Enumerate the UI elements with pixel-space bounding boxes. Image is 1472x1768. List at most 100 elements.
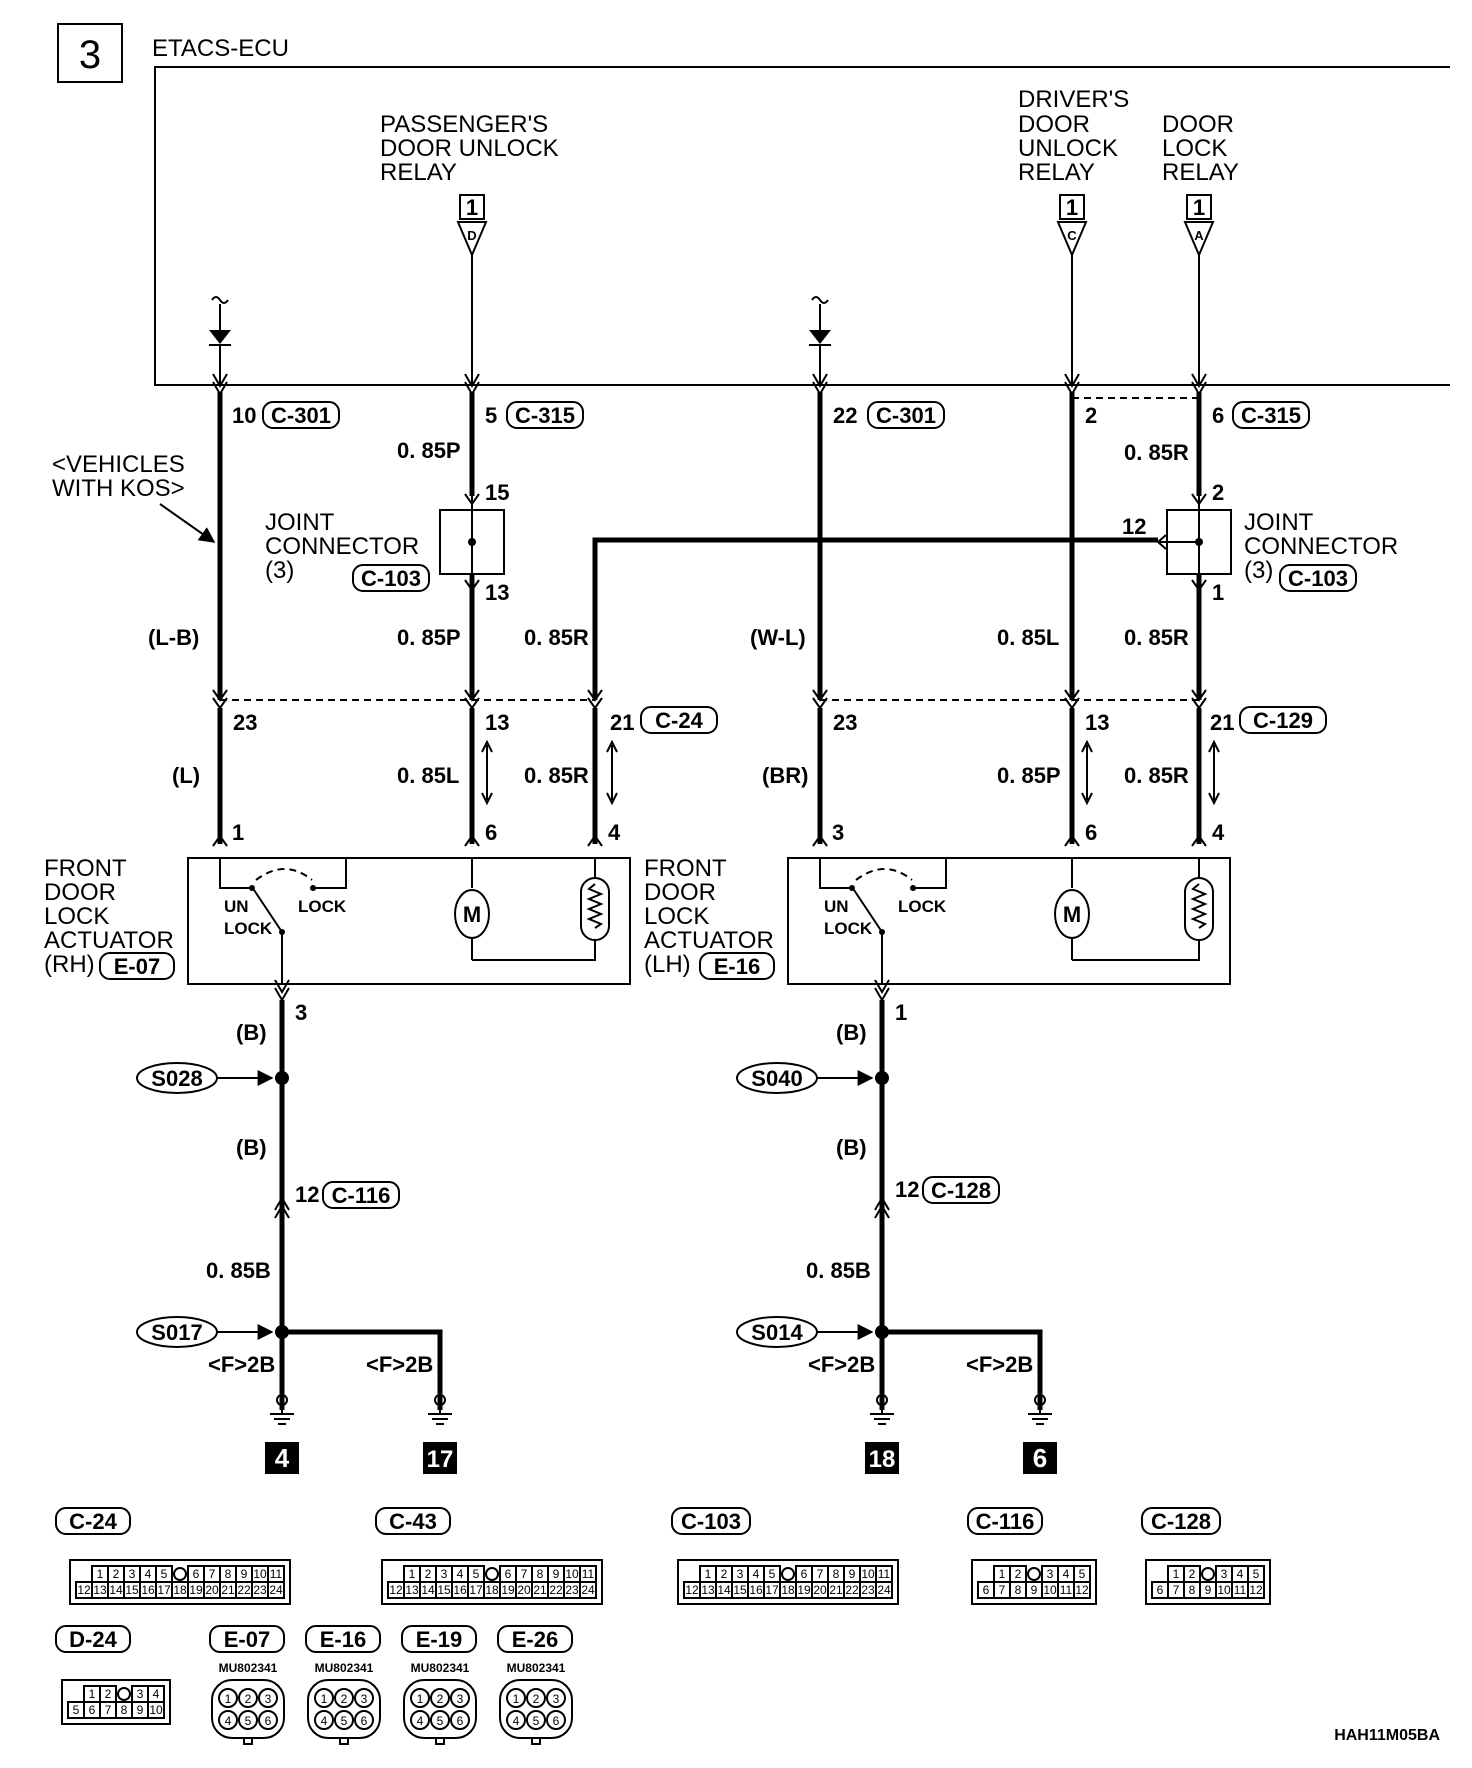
svg-text:13: 13 <box>701 1583 715 1597</box>
svg-text:17: 17 <box>157 1583 171 1597</box>
svg-text:10: 10 <box>149 1703 163 1717</box>
svg-text:1: 1 <box>1173 1567 1180 1581</box>
svg-text:1: 1 <box>999 1567 1006 1581</box>
svg-text:3: 3 <box>129 1567 136 1581</box>
svg-text:ACTUATOR: ACTUATOR <box>644 927 774 954</box>
svg-text:8: 8 <box>1189 1583 1196 1597</box>
svg-text:12: 12 <box>1249 1583 1263 1597</box>
svg-text:S040: S040 <box>751 1066 802 1091</box>
page-number: 3 <box>79 33 101 77</box>
svg-text:18: 18 <box>869 1446 896 1473</box>
svg-text:0. 85B: 0. 85B <box>806 1258 871 1283</box>
ground-path-lh: 1 (B) S040 (B) 12 C-128 0. 85B S014 <F>2… <box>736 979 1043 1410</box>
svg-text:9: 9 <box>241 1567 248 1581</box>
joint-connector-right: 2 12 1 JOINT CONNECTOR (3) C-103 <box>1122 480 1398 605</box>
svg-text:13: 13 <box>1085 710 1109 735</box>
svg-text:S028: S028 <box>151 1066 202 1091</box>
svg-text:9: 9 <box>1205 1583 1212 1597</box>
svg-text:10: 10 <box>253 1567 267 1581</box>
connector-name-e07: E-07 <box>209 1625 285 1653</box>
svg-text:DOOR: DOOR <box>644 879 716 906</box>
svg-text:23: 23 <box>233 710 257 735</box>
svg-text:FRONT: FRONT <box>644 855 727 882</box>
svg-text:5: 5 <box>769 1567 776 1581</box>
svg-text:C-301: C-301 <box>271 403 331 428</box>
svg-text:3: 3 <box>1221 1567 1228 1581</box>
svg-text:JOINT: JOINT <box>1244 509 1314 536</box>
svg-text:6: 6 <box>1157 1583 1164 1597</box>
svg-text:3: 3 <box>441 1567 448 1581</box>
svg-text:17: 17 <box>427 1446 454 1473</box>
svg-text:15: 15 <box>125 1583 139 1597</box>
svg-text:(RH): (RH) <box>44 951 95 978</box>
svg-text:0. 85R: 0. 85R <box>524 763 589 788</box>
svg-text:9: 9 <box>553 1567 560 1581</box>
svg-text:4: 4 <box>1063 1567 1070 1581</box>
svg-text:E-07: E-07 <box>114 954 160 979</box>
svg-text:7: 7 <box>999 1583 1006 1597</box>
actuator-pins: 1 6 4 3 6 4 <box>212 820 1225 847</box>
svg-text:21: 21 <box>533 1583 547 1597</box>
svg-text:24: 24 <box>877 1583 891 1597</box>
svg-text:18: 18 <box>173 1583 187 1597</box>
svg-text:C-315: C-315 <box>515 403 575 428</box>
relay-arrow-icon <box>456 221 488 258</box>
svg-text:JOINT: JOINT <box>265 509 335 536</box>
svg-text:LOCK: LOCK <box>298 897 347 916</box>
svg-text:5: 5 <box>473 1567 480 1581</box>
svg-text:D-24: D-24 <box>69 1627 117 1652</box>
svg-text:2: 2 <box>1189 1567 1196 1581</box>
connector-name-e26: E-26 <box>497 1625 573 1653</box>
svg-text:2: 2 <box>533 1692 540 1706</box>
svg-text:17: 17 <box>765 1583 779 1597</box>
svg-text:3: 3 <box>137 1687 144 1701</box>
svg-text:23: 23 <box>565 1583 579 1597</box>
svg-text:6: 6 <box>801 1567 808 1581</box>
svg-text:11: 11 <box>1060 1583 1073 1597</box>
svg-text:1: 1 <box>89 1687 96 1701</box>
svg-text:14: 14 <box>421 1583 435 1597</box>
svg-text:3: 3 <box>361 1692 368 1706</box>
svg-text:8: 8 <box>121 1703 128 1717</box>
connector-name-c103: C-103 <box>671 1507 751 1535</box>
svg-text:1: 1 <box>417 1692 424 1706</box>
svg-text:(B): (B) <box>836 1135 867 1160</box>
svg-text:(BR): (BR) <box>762 763 808 788</box>
svg-text:CONNECTOR: CONNECTOR <box>1244 533 1398 560</box>
svg-text:C-103: C-103 <box>681 1509 741 1534</box>
mid-connectors: 23 13 21 C-24 23 13 21 C-129 <box>212 689 1327 735</box>
svg-text:S017: S017 <box>151 1320 202 1345</box>
svg-text:18: 18 <box>485 1583 499 1597</box>
svg-text:4: 4 <box>513 1714 520 1728</box>
svg-text:C-129: C-129 <box>1253 708 1313 733</box>
svg-text:UNLOCK: UNLOCK <box>1018 135 1118 162</box>
svg-text:5: 5 <box>533 1714 540 1728</box>
svg-text:12: 12 <box>685 1583 699 1597</box>
svg-text:6: 6 <box>553 1714 560 1728</box>
svg-text:11: 11 <box>878 1567 891 1581</box>
svg-text:10: 10 <box>1043 1583 1057 1597</box>
resistor-icon <box>1184 877 1214 941</box>
svg-text:24: 24 <box>269 1583 283 1597</box>
diode-icon <box>209 296 231 385</box>
svg-text:D: D <box>467 228 476 243</box>
kos-note: <VEHICLES <box>52 451 185 478</box>
svg-text:C: C <box>1067 228 1077 243</box>
ground-labels: 4 17 18 6 <box>265 1442 1057 1474</box>
svg-text:12: 12 <box>1075 1583 1089 1597</box>
svg-text:RELAY: RELAY <box>380 159 457 186</box>
svg-text:13: 13 <box>93 1583 107 1597</box>
svg-text:5: 5 <box>161 1567 168 1581</box>
svg-text:23: 23 <box>833 710 857 735</box>
svg-text:(B): (B) <box>236 1135 267 1160</box>
passenger-door-unlock-relay: PASSENGER'S DOOR UNLOCK RELAY 1 D <box>380 111 559 258</box>
svg-text:0. 85R: 0. 85R <box>524 625 589 650</box>
svg-text:5: 5 <box>1079 1567 1086 1581</box>
svg-text:10: 10 <box>1217 1583 1231 1597</box>
svg-text:C-24: C-24 <box>655 708 703 733</box>
svg-text:0. 85L: 0. 85L <box>397 763 459 788</box>
